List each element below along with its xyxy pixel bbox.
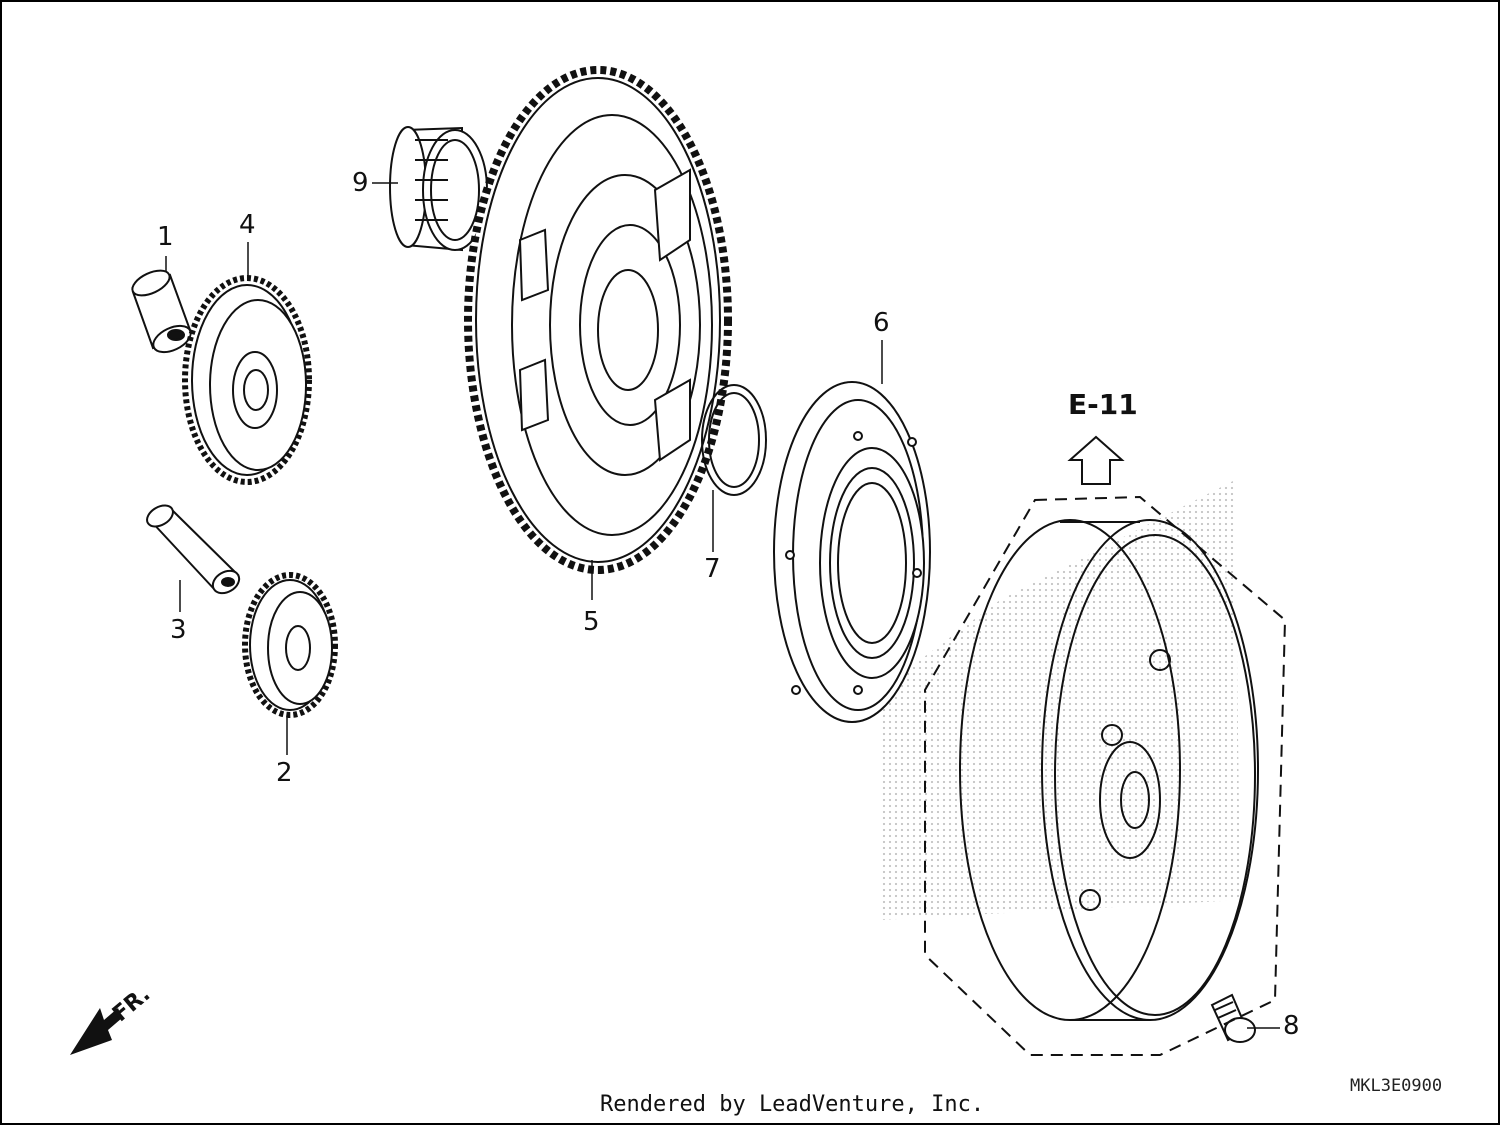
part-7-washer (701, 384, 767, 496)
part-6-one-way-clutch (773, 381, 931, 723)
part-3-shaft (146, 504, 241, 595)
part-8-bolt (1210, 993, 1256, 1043)
part-9-needle-bearing (389, 126, 488, 252)
leader-lines (165, 182, 1280, 1029)
flywheel-reference (924, 495, 1287, 1056)
callout-6: 6 (873, 308, 890, 338)
callout-2: 2 (276, 758, 293, 788)
callout-4: 4 (239, 210, 256, 240)
part-5-driven-gear (464, 66, 732, 574)
callout-8: 8 (1283, 1011, 1300, 1041)
callout-3: 3 (170, 615, 187, 645)
section-reference-label: E-11 (1068, 388, 1138, 421)
callout-5: 5 (583, 607, 600, 637)
diagram-code: MKL3E0900 (1350, 1076, 1443, 1096)
part-4-idle-gear (182, 275, 312, 485)
part-2-reduction-gear (242, 572, 338, 718)
callout-9: 9 (352, 168, 369, 198)
part-1-collar (131, 269, 192, 354)
callout-7: 7 (704, 554, 721, 584)
callout-1: 1 (157, 222, 174, 252)
front-direction-arrow-icon (70, 1008, 122, 1055)
reference-arrow-icon (1067, 435, 1125, 485)
render-credit: Rendered by LeadVenture, Inc. (600, 1092, 985, 1117)
